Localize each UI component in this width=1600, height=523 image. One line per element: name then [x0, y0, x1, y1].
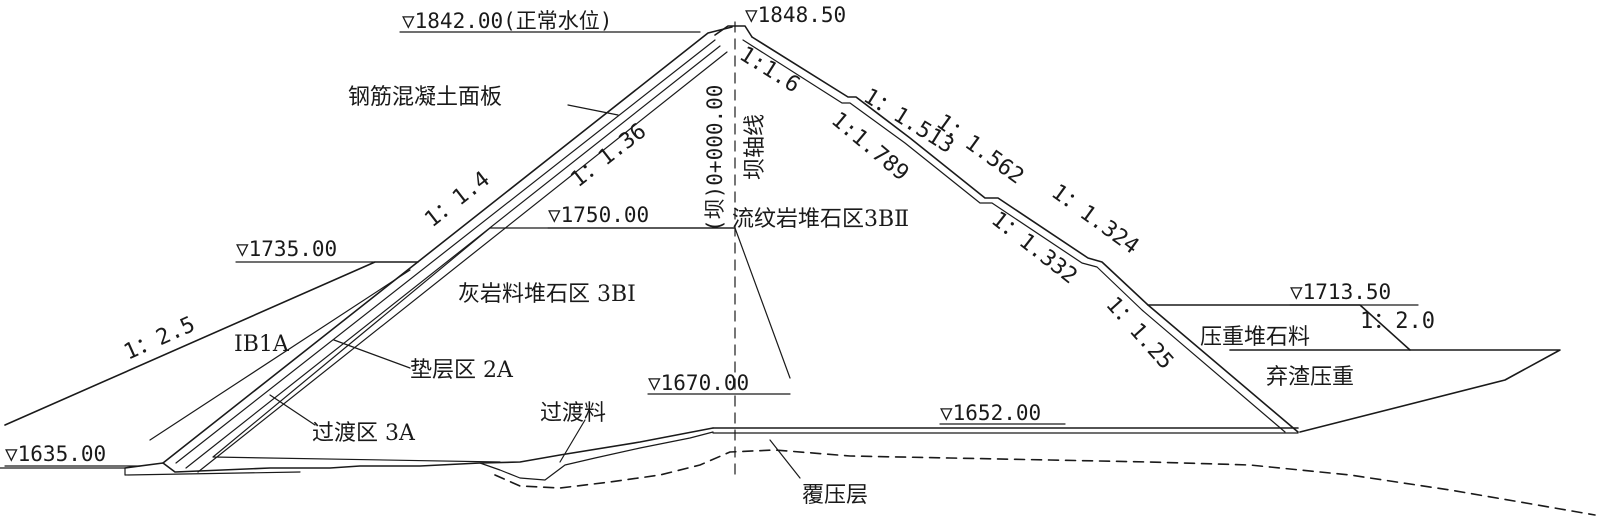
- level-1635: ▽1635.00: [5, 442, 106, 466]
- zone-3bi-downstream-boundary: [734, 227, 791, 379]
- downstream-face-inner: [742, 39, 1286, 433]
- dam-crest: [714, 25, 753, 38]
- face-slab-leader: [567, 104, 619, 116]
- label-overburden: 覆压层: [802, 483, 868, 508]
- slope-upstream-1-1.36: 1：1.36: [566, 119, 651, 193]
- label-limestone-zone: 灰岩料堆石区 3BⅠ: [458, 282, 636, 307]
- transition-material-outline: [479, 431, 714, 481]
- slope-downstream-1-1.332: 1：1.332: [986, 207, 1081, 289]
- upstream-ballast-inner: [149, 269, 411, 441]
- level-normal-water: ▽1842.00(正常水位): [402, 9, 612, 33]
- label-ballast-rockfill: 压重堆石料: [1200, 325, 1310, 350]
- transition-zone-leader: [269, 394, 316, 426]
- overburden-boundary: [494, 449, 1596, 516]
- slope-downstream-1-1.324: 1：1.324: [1046, 180, 1143, 260]
- label-dam-chainage: (坝)0+000.00: [703, 85, 727, 232]
- overburden-leader: [769, 439, 801, 479]
- transition-material-leader: [559, 419, 586, 463]
- level-1670: ▽1670.00: [648, 371, 749, 395]
- slope-downstream-1-1.6: 1:1.6: [735, 42, 804, 98]
- level-1735: ▽1735.00: [236, 237, 337, 261]
- label-dam-axis: 坝轴线: [743, 114, 768, 180]
- level-crest: ▽1848.50: [745, 3, 846, 27]
- label-rhyolite-zone: 流纹岩堆石区3BⅡ: [732, 207, 909, 232]
- label-zone-1b1a: ⅠB1A: [234, 332, 290, 357]
- dam-base: [124, 427, 714, 473]
- level-1713: ▽1713.50: [1290, 280, 1391, 304]
- downstream-face: [751, 36, 1299, 433]
- upstream-ballast-slope: [4, 261, 419, 426]
- label-cushion-zone: 垫层区 2A: [410, 358, 514, 383]
- base-toe-detail: [124, 467, 301, 476]
- label-face-slab: 钢筋混凝土面板: [348, 85, 502, 110]
- label-transition-material: 过渡料: [540, 401, 606, 426]
- level-1750: ▽1750.00: [548, 203, 649, 227]
- slope-upstream-1-1.4: 1：1.4: [420, 167, 494, 233]
- label-spoil-ballast: 弃渣压重: [1266, 365, 1354, 390]
- cushion-leader: [333, 339, 411, 369]
- label-transition-zone: 过渡区 3A: [312, 421, 416, 446]
- spoil-ballast-outline: [1229, 349, 1561, 433]
- slope-downstream-1-2.0: 1：2.0: [1360, 309, 1435, 334]
- zone-3bi-upstream-boundary: [212, 227, 501, 463]
- upstream-transition-line: [197, 51, 728, 473]
- level-1652: ▽1652.00: [940, 401, 1041, 425]
- upstream-face-slab-inner: [175, 39, 716, 464]
